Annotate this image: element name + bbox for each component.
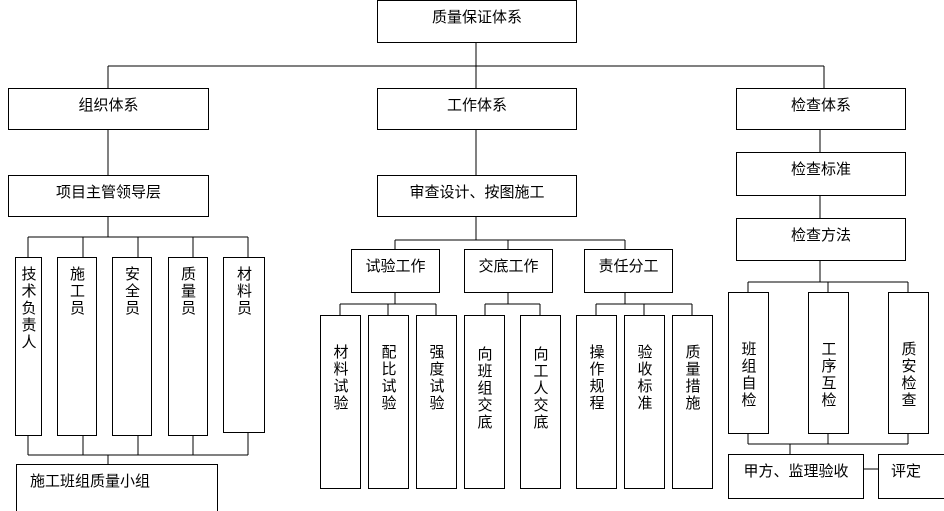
check-node-quality-safety: 质安检查 — [888, 292, 929, 434]
work-item-label: 操作规程 — [587, 344, 606, 412]
work-item-label: 配比试验 — [379, 344, 398, 412]
category-node-responsibility: 责任分工 — [584, 249, 673, 293]
member-label: 施工员 — [68, 266, 86, 317]
acceptance-node: 甲方、监理验收 — [728, 454, 864, 499]
member-node-technical-lead: 技术负责人 — [15, 257, 42, 436]
category-label: 责任分工 — [598, 257, 659, 275]
inspection-method-node: 检查方法 — [736, 218, 906, 261]
work-item-node: 配比试验 — [368, 315, 409, 489]
work-item-label: 材料试验 — [331, 344, 350, 412]
check-label: 班组自检 — [739, 341, 758, 409]
member-label: 材料员 — [235, 266, 253, 317]
organization-system-label: 组织体系 — [78, 96, 139, 114]
category-label: 交底工作 — [478, 257, 539, 275]
work-item-node: 验收标准 — [624, 315, 665, 489]
team-quality-group-label: 施工班组质量小组 — [30, 472, 151, 490]
work-item-label: 强度试验 — [427, 344, 446, 412]
root-label: 质量保证体系 — [431, 8, 522, 26]
work-item-node: 操作规程 — [576, 315, 617, 489]
work-system-label: 工作体系 — [446, 96, 507, 114]
check-node-process-mutual: 工序互检 — [808, 292, 849, 434]
work-item-node: 向工人交底 — [520, 315, 561, 489]
check-label: 质安检查 — [899, 341, 918, 409]
review-design-label: 审查设计、按图施工 — [409, 183, 545, 201]
work-item-node: 向班组交底 — [464, 315, 505, 489]
category-node-briefing: 交底工作 — [464, 249, 553, 293]
check-label: 工序互检 — [819, 341, 838, 409]
member-label: 安全员 — [123, 266, 141, 317]
organization-system-node: 组织体系 — [8, 88, 209, 130]
category-label: 试验工作 — [365, 257, 426, 275]
member-node-material-clerk: 材料员 — [223, 257, 265, 433]
check-node-team-self: 班组自检 — [728, 292, 769, 434]
member-label: 质量员 — [179, 266, 197, 317]
work-item-node: 材料试验 — [320, 315, 361, 489]
work-item-node: 质量措施 — [672, 315, 713, 489]
category-node-testing: 试验工作 — [351, 249, 440, 293]
inspection-method-label: 检查方法 — [790, 226, 851, 244]
member-node-safety-officer: 安全员 — [112, 257, 152, 436]
inspection-standard-node: 检查标准 — [736, 152, 906, 196]
inspection-standard-label: 检查标准 — [790, 160, 851, 178]
work-system-node: 工作体系 — [377, 88, 577, 130]
evaluation-node: 评定 — [878, 454, 944, 499]
work-item-label: 质量措施 — [683, 344, 702, 412]
acceptance-label: 甲方、监理验收 — [743, 462, 849, 480]
root-node: 质量保证体系 — [377, 0, 577, 43]
inspection-system-node: 检查体系 — [736, 88, 906, 130]
team-quality-group-node: 施工班组质量小组 — [16, 464, 218, 511]
inspection-system-label: 检查体系 — [790, 96, 851, 114]
work-item-label: 向工人交底 — [531, 346, 550, 431]
work-item-node: 强度试验 — [416, 315, 457, 489]
review-design-node: 审查设计、按图施工 — [377, 175, 577, 217]
evaluation-label: 评定 — [891, 462, 922, 480]
member-label: 技术负责人 — [19, 266, 38, 351]
member-node-construction-worker: 施工员 — [57, 257, 97, 436]
work-item-label: 验收标准 — [635, 344, 654, 412]
member-node-quality-inspector: 质量员 — [168, 257, 208, 436]
leadership-node: 项目主管领导层 — [8, 175, 209, 217]
work-item-label: 向班组交底 — [475, 346, 494, 431]
leadership-label: 项目主管领导层 — [55, 183, 161, 201]
